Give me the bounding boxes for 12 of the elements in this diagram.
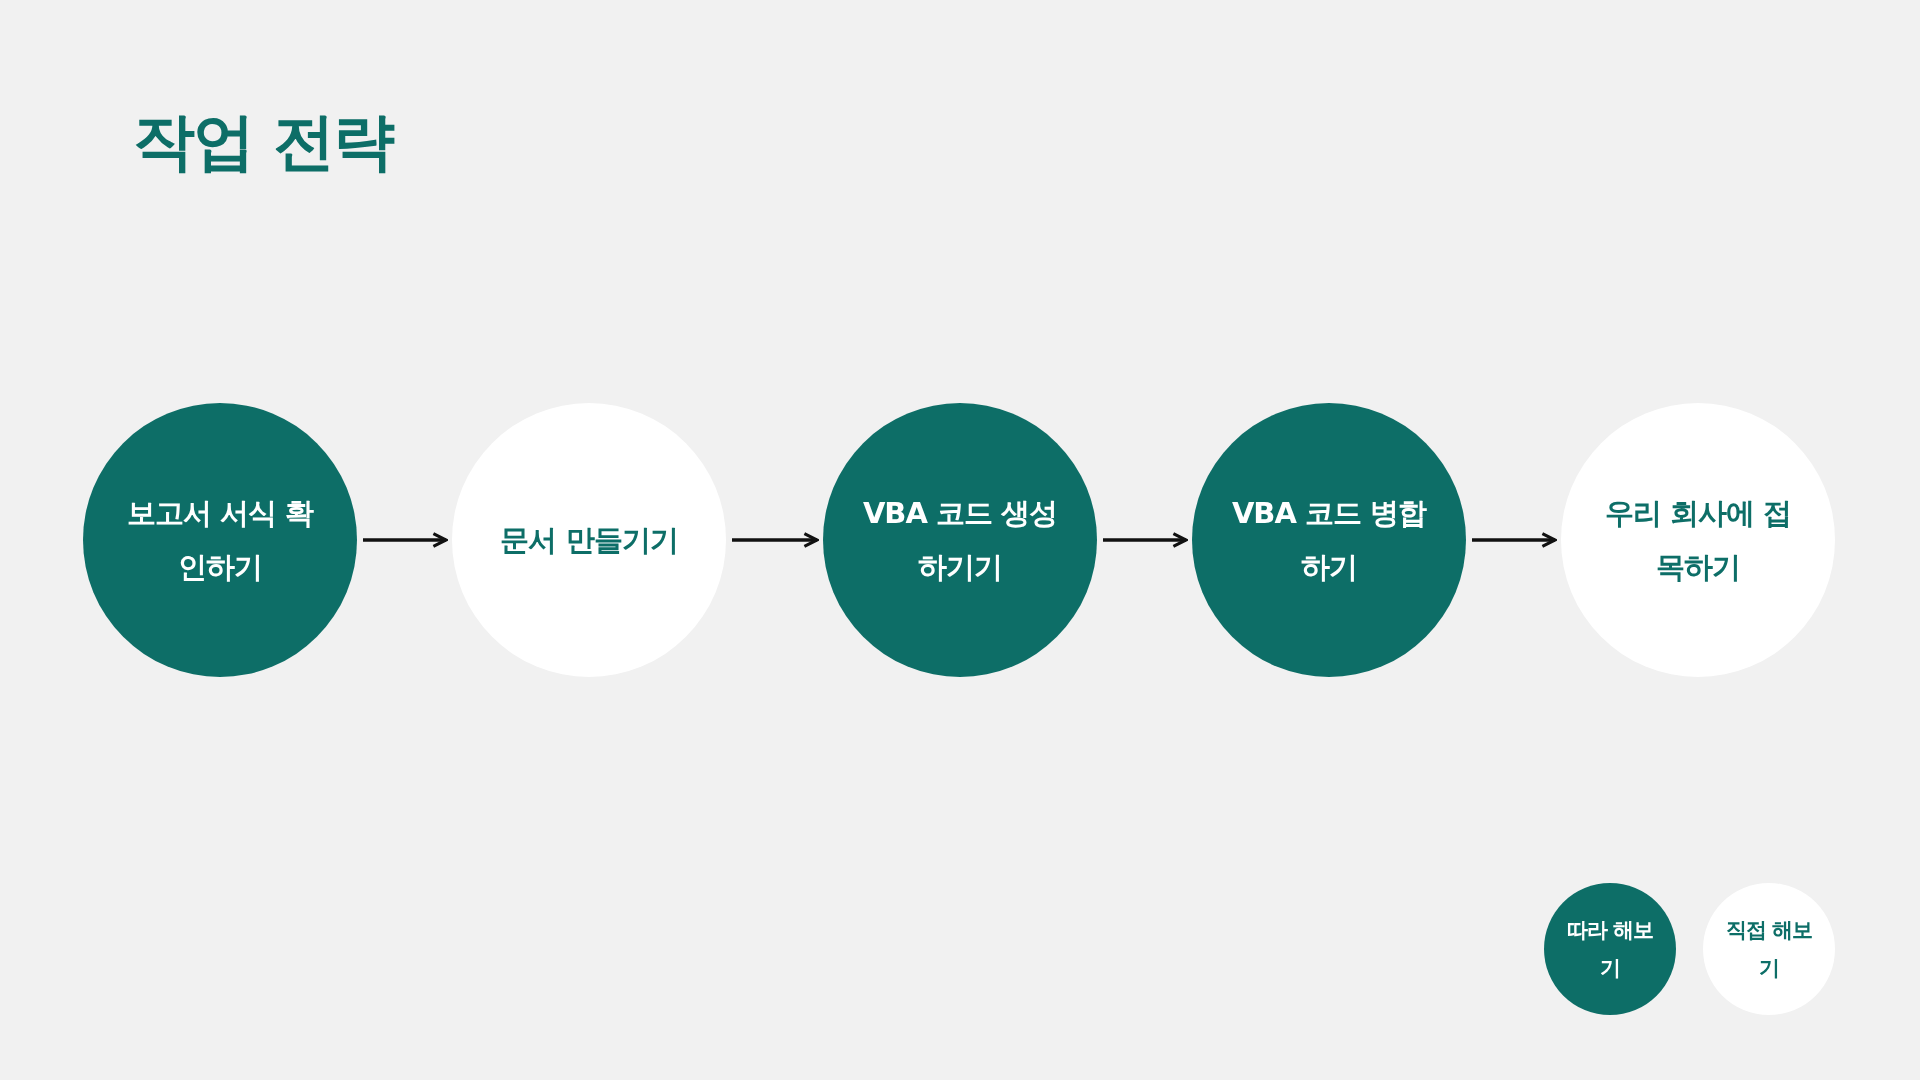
arrow	[732, 532, 819, 548]
title: 작업 전략	[133, 104, 393, 180]
arrow	[363, 532, 448, 548]
step-text: VBA 코드 병합하기	[1230, 495, 1428, 586]
step-text: 보고서 서식 확인하기	[125, 495, 315, 586]
arrow	[1472, 532, 1557, 548]
step-text: 우리 회사에 접목하기	[1603, 495, 1793, 586]
arrow	[1103, 532, 1188, 548]
legend-text: 따라 해보기	[1565, 917, 1655, 982]
step-text: VBA 코드 생성하기기	[861, 495, 1059, 586]
step-text: 문서 만들기기	[500, 522, 678, 559]
legend-text: 직접 해보기	[1724, 917, 1814, 982]
